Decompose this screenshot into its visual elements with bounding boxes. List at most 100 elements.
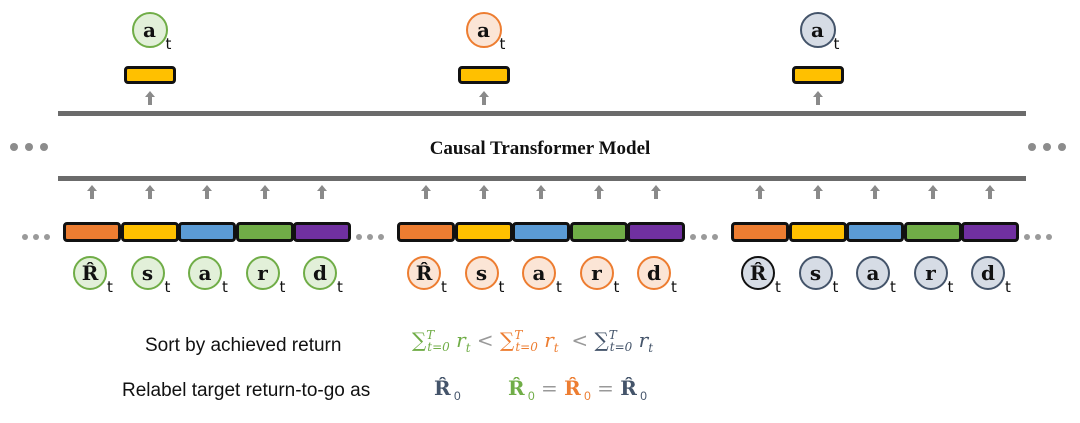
- token-state: s: [798, 256, 833, 290]
- token-label: r: [925, 261, 936, 285]
- sequence-ellipsis: [1024, 234, 1052, 240]
- predicted-action: a: [799, 12, 836, 48]
- token-subscript: t: [671, 278, 677, 296]
- up-arrow-icon: [985, 185, 995, 199]
- token-subscript: t: [498, 278, 505, 296]
- token-subscript: t: [107, 278, 113, 296]
- token-label: d: [647, 261, 661, 285]
- dot: [25, 143, 33, 151]
- sort-caption: Sort by achieved return: [145, 335, 342, 356]
- token-subscript: t: [613, 278, 620, 296]
- token-subscript: t: [832, 278, 839, 296]
- up-arrow-icon: [812, 185, 823, 199]
- token-label: s: [809, 261, 822, 285]
- transformer-bottom-border: [58, 176, 1026, 181]
- token-embedding: [235, 222, 294, 242]
- token-embedding: [454, 222, 513, 242]
- token-embedding: [512, 222, 570, 242]
- dot: [701, 234, 707, 240]
- dot: [1035, 234, 1041, 240]
- token-subscript: t: [164, 278, 171, 296]
- dot: [40, 143, 48, 151]
- action-subscript: t: [499, 35, 506, 53]
- token-label: R̂: [415, 261, 433, 285]
- up-arrow-icon: [870, 185, 880, 199]
- up-arrow-icon: [259, 185, 270, 199]
- dot: [356, 234, 362, 240]
- token-action: a: [188, 256, 222, 290]
- token-label: s: [141, 261, 154, 285]
- up-arrow-icon: [927, 185, 938, 199]
- up-arrow-icon: [593, 185, 604, 199]
- predicted-action: a: [465, 12, 502, 48]
- up-arrow-icon: [202, 185, 212, 199]
- ellipsis-left: [10, 143, 48, 151]
- token-embedding: [120, 222, 179, 242]
- action-label: a: [477, 18, 490, 42]
- token-label: R̂: [749, 261, 767, 285]
- output-embedding: [123, 66, 176, 84]
- sequence-ellipsis: [356, 234, 384, 240]
- output-embedding: [791, 66, 844, 84]
- dot: [690, 234, 696, 240]
- relabel-caption: Relabel target return-to-go as: [122, 380, 371, 401]
- token-embedding: [788, 222, 847, 242]
- token-label: s: [475, 261, 488, 285]
- dot: [10, 143, 18, 151]
- token-subscript: t: [947, 278, 954, 296]
- token-label: d: [981, 261, 995, 285]
- up-arrow-icon: [421, 185, 431, 199]
- token-subscript: t: [775, 278, 781, 296]
- token-embedding: [178, 222, 236, 242]
- token-subscript: t: [441, 278, 447, 296]
- token-state: s: [464, 256, 499, 290]
- up-arrow-icon: [144, 185, 155, 199]
- token-subscript: t: [337, 278, 343, 296]
- action-label: a: [811, 18, 824, 42]
- predicted-action: a: [131, 12, 168, 48]
- up-arrow-icon: [812, 91, 823, 105]
- token-state: s: [130, 256, 165, 290]
- token-embedding: [731, 222, 789, 242]
- token-done: d: [637, 256, 671, 290]
- rtg-equality: R̂ 0 = R̂ 0 = R̂ 0: [508, 376, 647, 403]
- token-label: r: [257, 261, 268, 285]
- token-reward: r: [245, 256, 280, 290]
- up-arrow-icon: [478, 185, 489, 199]
- token-done: d: [971, 256, 1005, 290]
- token-done: d: [303, 256, 337, 290]
- token-reward: r: [579, 256, 614, 290]
- token-label: a: [532, 261, 546, 285]
- dot: [1046, 234, 1052, 240]
- action-subscript: t: [833, 35, 840, 53]
- dot: [1024, 234, 1030, 240]
- up-arrow-icon: [317, 185, 327, 199]
- sequence-ellipsis: [22, 234, 50, 240]
- ellipsis-right: [1028, 143, 1066, 151]
- rtg-symbol: R̂ 0: [434, 376, 461, 403]
- token-embedding: [627, 222, 685, 242]
- action-label: a: [143, 18, 156, 42]
- output-embedding: [457, 66, 510, 84]
- action-subscript: t: [165, 35, 172, 53]
- token-reward: r: [913, 256, 948, 290]
- token-subscript: t: [279, 278, 286, 296]
- up-arrow-icon: [755, 185, 765, 199]
- dot: [44, 234, 50, 240]
- token-embedding: [903, 222, 962, 242]
- up-arrow-icon: [87, 185, 97, 199]
- sequence-ellipsis: [690, 234, 718, 240]
- token-label: a: [198, 261, 212, 285]
- token-return-to-go: R̂: [741, 256, 775, 290]
- token-label: a: [866, 261, 880, 285]
- token-embedding: [63, 222, 121, 242]
- token-label: R̂: [81, 261, 99, 285]
- token-label: r: [591, 261, 602, 285]
- token-embedding: [397, 222, 455, 242]
- dot: [22, 234, 28, 240]
- token-embedding: [569, 222, 628, 242]
- up-arrow-icon: [536, 185, 546, 199]
- token-subscript: t: [1005, 278, 1011, 296]
- dot: [1028, 143, 1036, 151]
- token-embedding: [846, 222, 904, 242]
